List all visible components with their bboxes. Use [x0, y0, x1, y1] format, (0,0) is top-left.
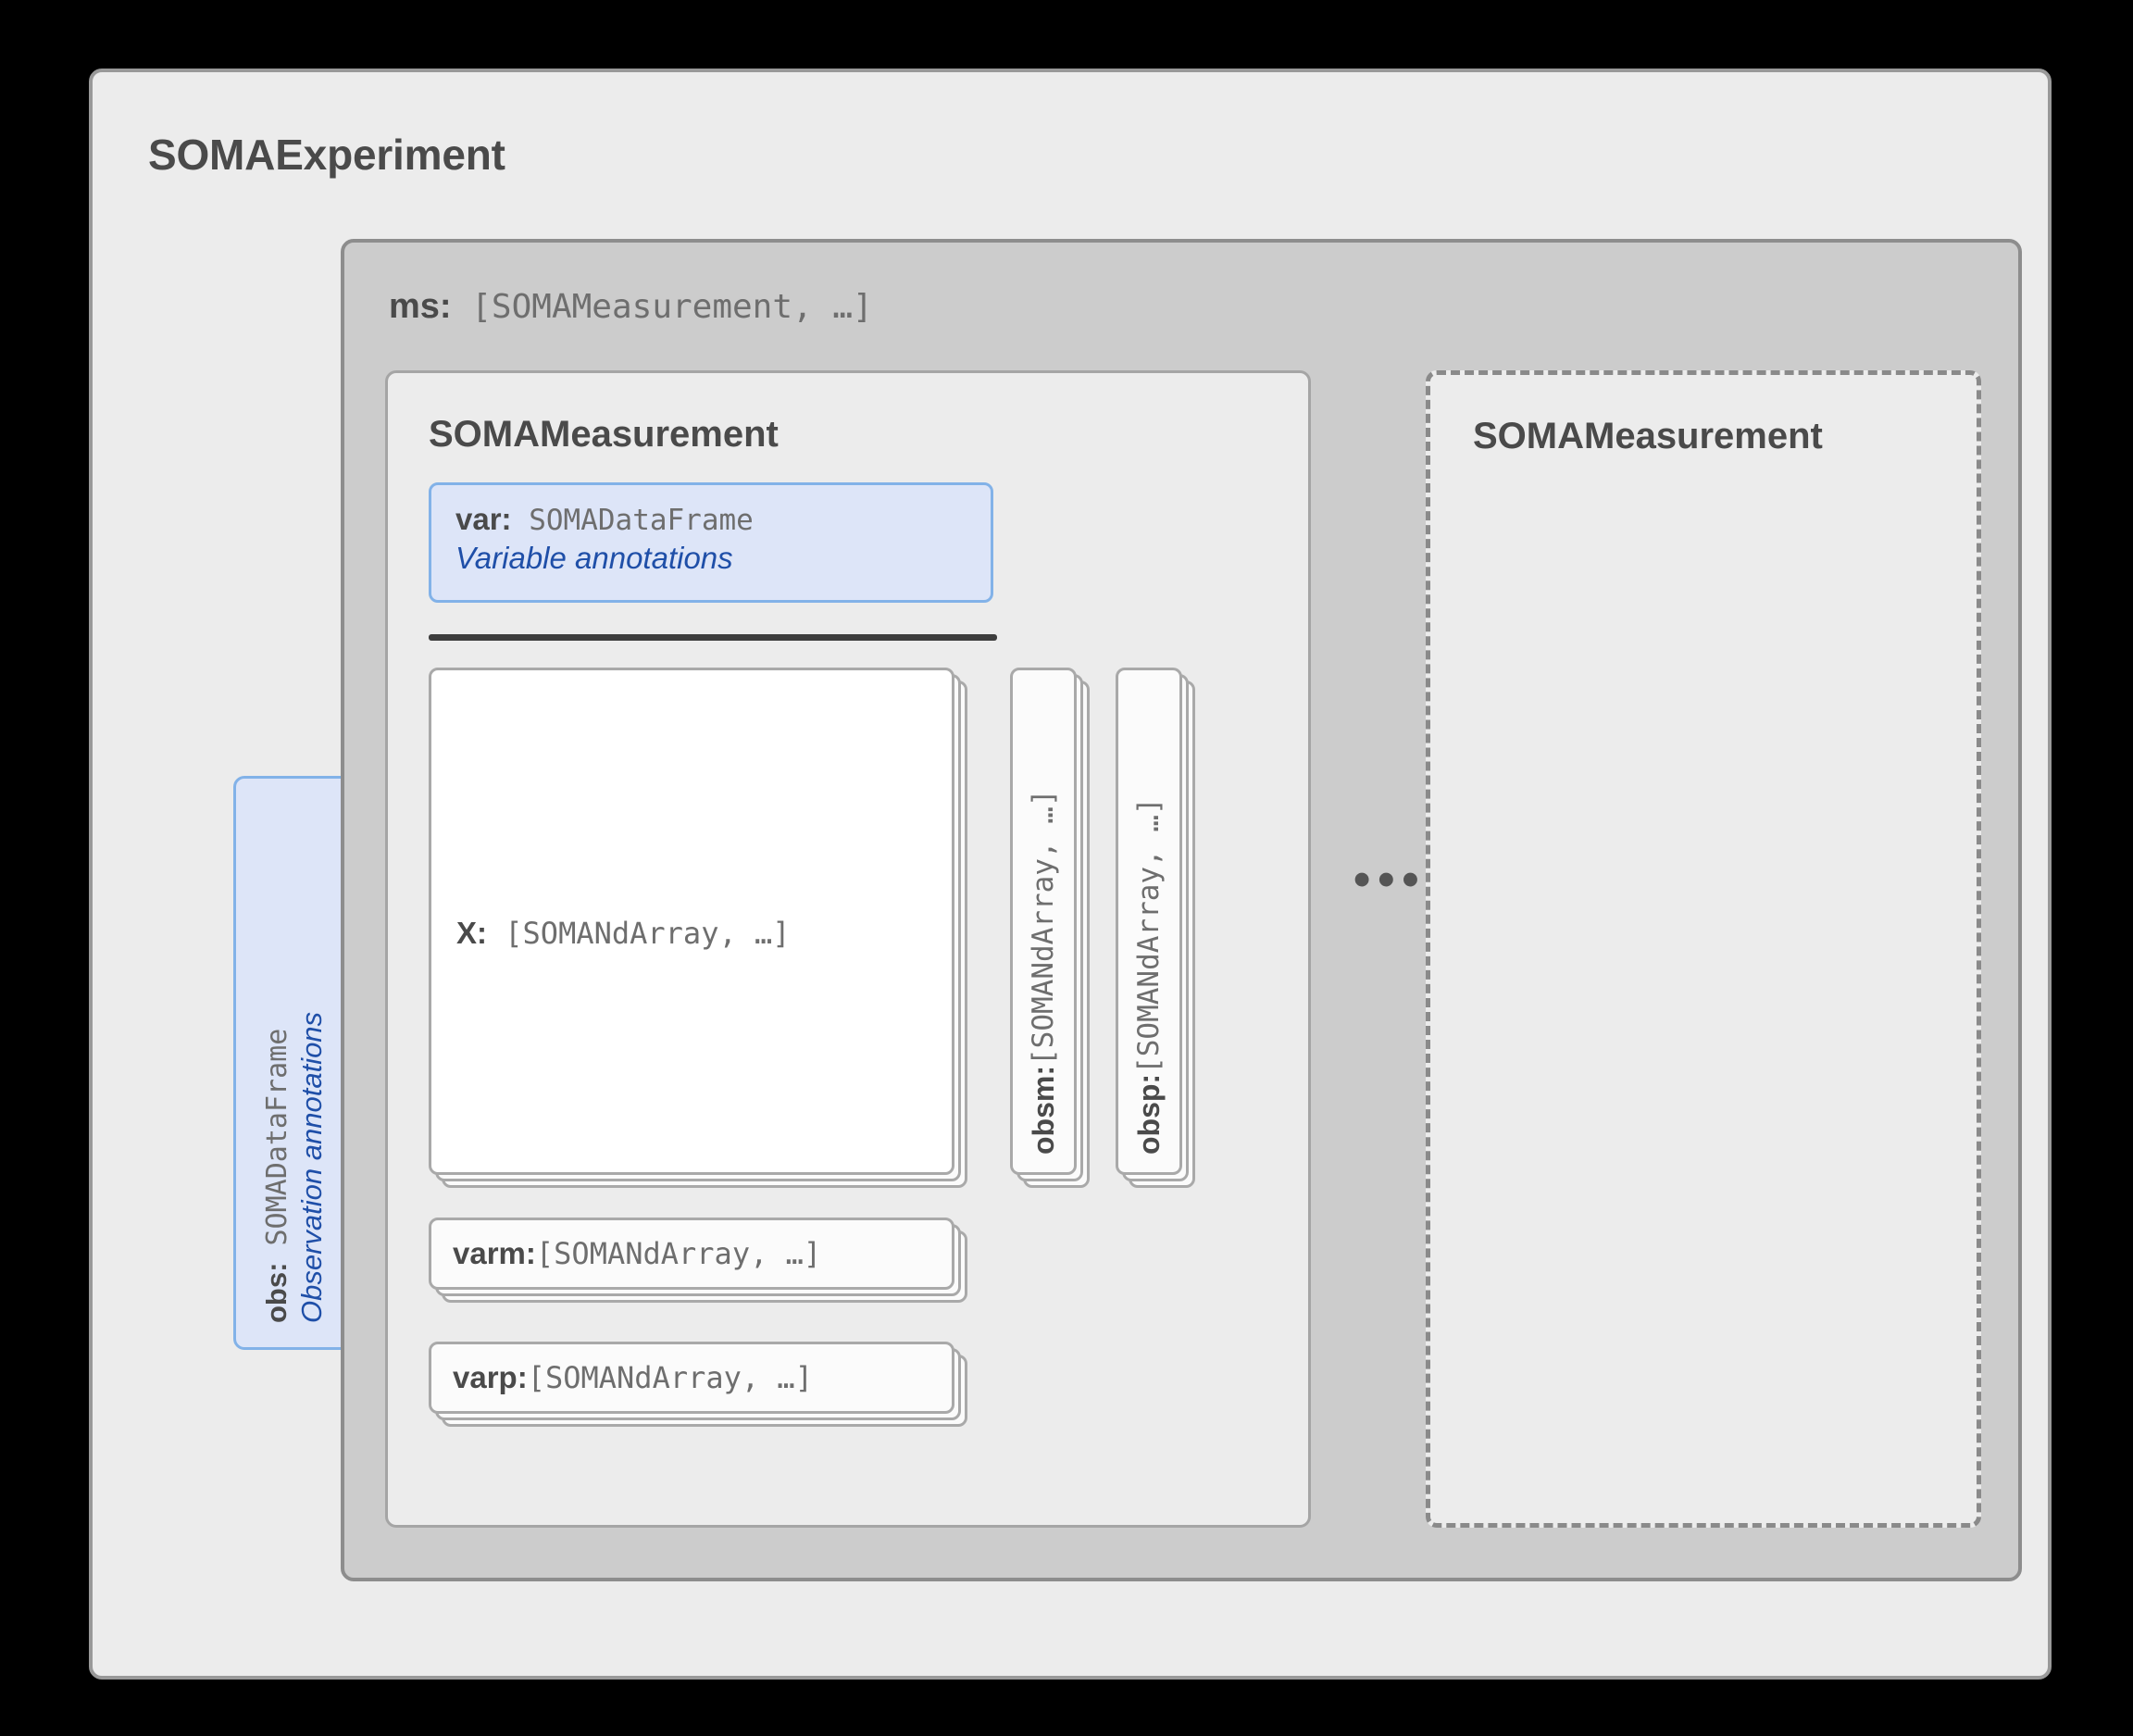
x-label: X: [SOMANdArray, …]: [456, 916, 791, 951]
obsp-type: [SOMANdArray, …]: [1132, 797, 1166, 1074]
soma-measurement-title: SOMAMeasurement: [429, 414, 779, 455]
obsm-stack-layer-front: [1010, 668, 1077, 1175]
soma-experiment-title: SOMAExperiment: [148, 131, 505, 179]
soma-measurement-ghost-box: SOMAMeasurement: [1426, 370, 1981, 1528]
soma-measurement-ghost-title: SOMAMeasurement: [1473, 416, 1823, 456]
obs-type: SOMADataFrame: [260, 1028, 293, 1263]
ms-label: ms: [SOMAMeasurement, …]: [389, 287, 873, 327]
soma-experiment-container: SOMAExperiment obs: SOMADataFrame Observ…: [89, 69, 2052, 1680]
varm-label: varm: [SOMANdArray, …]: [453, 1218, 821, 1290]
varp-key: varp:: [453, 1360, 528, 1394]
var-description-line: Variable annotations: [455, 539, 991, 577]
varm-ndarray-stack: varm: [SOMANdArray, …]: [429, 1218, 967, 1303]
obsm-label-rotated: obsm: [SOMANdArray, …]: [1010, 668, 1077, 1175]
obsp-stack-layer-front: [1116, 668, 1182, 1175]
var-dataframe-box: var: SOMADataFrame Variable annotations: [429, 482, 993, 603]
var-type-line: var: SOMADataFrame: [455, 500, 991, 539]
varm-stack-layer-front: [429, 1218, 954, 1290]
obsm-key: obsm:: [1026, 1066, 1060, 1155]
varp-label: varp: [SOMANdArray, …]: [453, 1342, 813, 1414]
x-ndarray-stack: X: [SOMANdArray, …]: [429, 668, 967, 1188]
var-type: SOMADataFrame: [511, 504, 754, 537]
obs-dataframe-box: obs: SOMADataFrame Observation annotatio…: [233, 776, 356, 1350]
obsp-ndarray-stack: obsp: [SOMANdArray, …]: [1116, 668, 1195, 1188]
ellipsis-icon: •••: [1353, 853, 1427, 906]
varm-key: varm:: [453, 1236, 536, 1270]
x-stack-layer-front: [429, 668, 954, 1175]
obs-description-line: Observation annotations: [294, 1012, 330, 1323]
varp-stack-layer-front: [429, 1342, 954, 1414]
ms-key: ms:: [389, 287, 452, 326]
ms-collection-container: ms: [SOMAMeasurement, …] SOMAMeasurement…: [341, 239, 2022, 1581]
varp-ndarray-stack: varp: [SOMANdArray, …]: [429, 1342, 967, 1427]
varm-type: [SOMANdArray, …]: [535, 1236, 822, 1271]
obs-type-line: obs: SOMADataFrame: [259, 1029, 295, 1323]
var-description: Variable annotations: [455, 540, 733, 575]
varp-type: [SOMANdArray, …]: [527, 1360, 813, 1395]
obs-label-rotated: obs: SOMADataFrame Observation annotatio…: [236, 779, 353, 1347]
obsm-ndarray-stack: obsm: [SOMANdArray, …]: [1010, 668, 1090, 1188]
obs-description: Observation annotations: [295, 1011, 329, 1323]
obsm-type: [SOMANdArray, …]: [1027, 789, 1060, 1066]
obsp-label-rotated: obsp: [SOMANdArray, …]: [1116, 668, 1182, 1175]
var-key: var:: [455, 502, 512, 536]
x-key: X:: [456, 916, 487, 950]
x-type: [SOMANdArray, …]: [487, 916, 791, 951]
ms-type: [SOMAMeasurement, …]: [451, 288, 873, 326]
soma-measurement-box: SOMAMeasurement var: SOMADataFrame Varia…: [385, 370, 1311, 1528]
obsp-key: obsp:: [1131, 1073, 1166, 1155]
obs-key: obs:: [259, 1262, 293, 1323]
var-separator-rule: [429, 634, 997, 641]
